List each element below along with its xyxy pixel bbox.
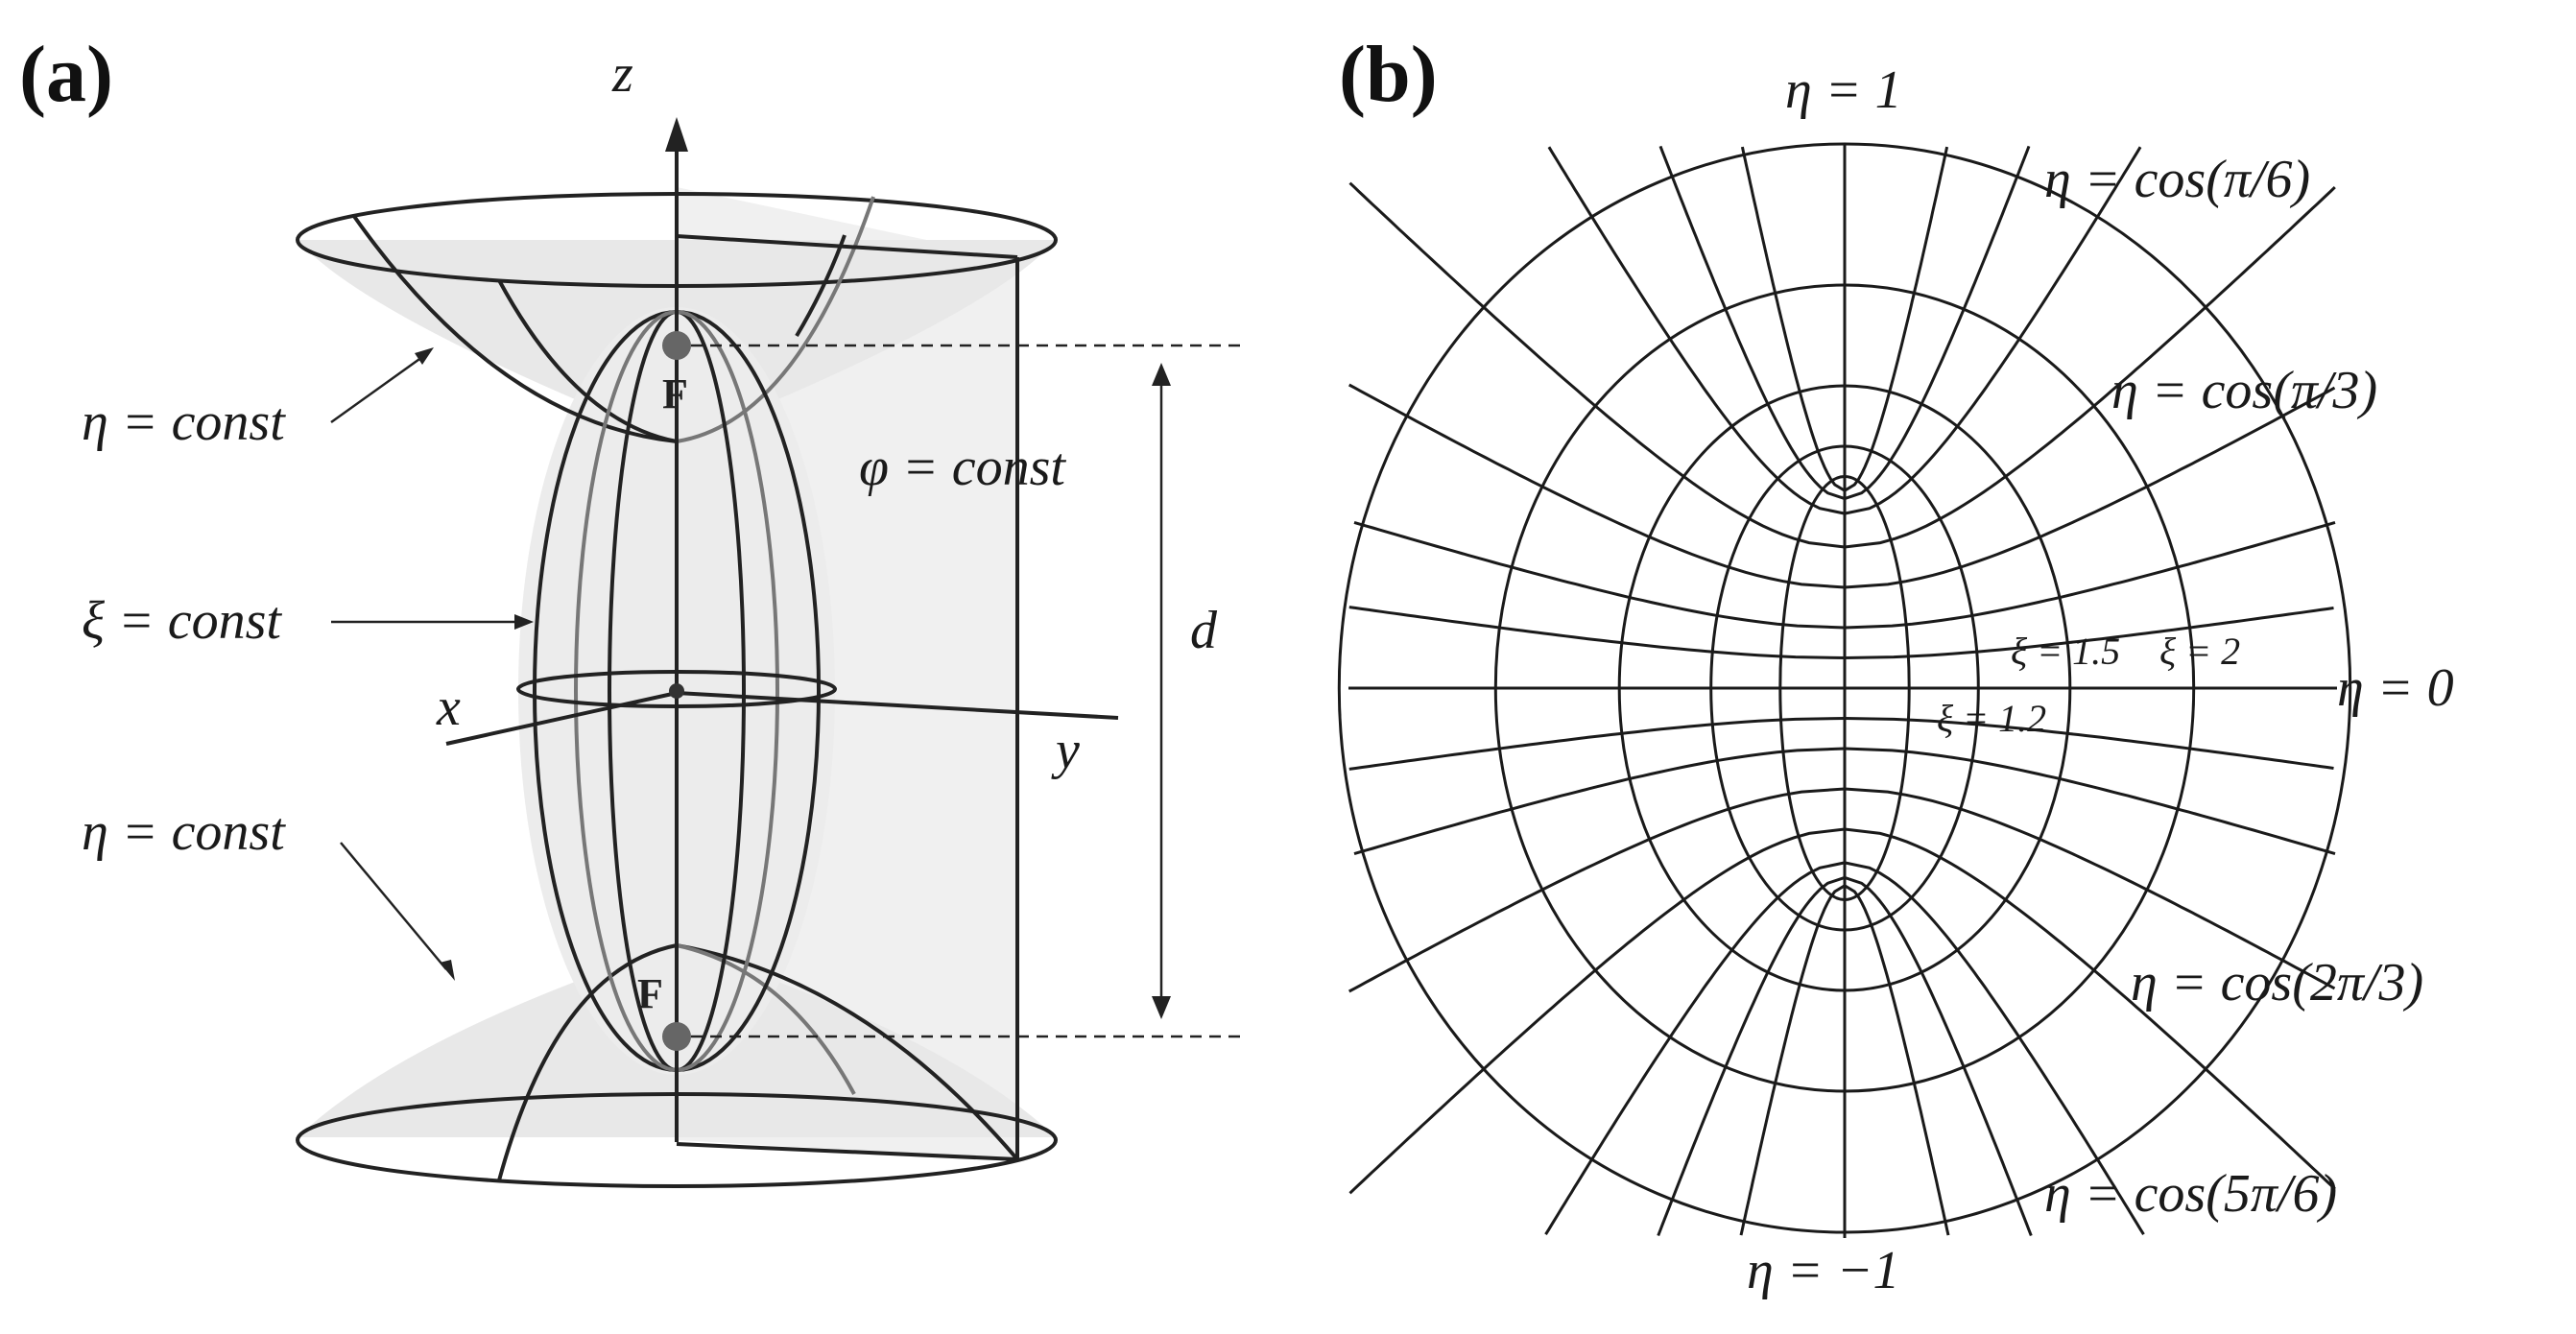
eta-hyperbolae [1348, 145, 2336, 1237]
eta-hyperbola-11-right [1844, 861, 2145, 1235]
distance-label: d [1190, 601, 1218, 660]
eta-hyperbola-13-left [1739, 884, 1846, 1236]
eta-hyperbola-11-left [1544, 861, 1846, 1235]
eta-hyperbola-7-right [1844, 717, 2334, 770]
xi-ellipse-1 [1709, 444, 1980, 932]
panel-b: (b) η = 1 η = cos(π/6) η = cos(π/3) η = … [1337, 30, 2454, 1300]
eta-hyperbola-9-right [1844, 787, 2336, 990]
focus-bottom-label: F [637, 970, 663, 1017]
eta-hyperbola-2-left [1547, 146, 1846, 515]
eta-hyperbola-3-left [1348, 181, 1846, 549]
lower-phi-edge [676, 1142, 1018, 1161]
xi-pointer-head [514, 614, 534, 630]
y-axis-label: y [1051, 721, 1080, 780]
xi-ellipse-0 [1778, 475, 1911, 901]
eta-hyperbola-13-right [1844, 884, 1950, 1236]
eta-cos-pi6-label: η = cos(π/6) [2044, 150, 2310, 209]
xi-ellipses [1337, 142, 2352, 1234]
xi-1-2-label: ξ = 1.2 [1937, 697, 2046, 740]
eta-cos-pi3-label: η = cos(π/3) [2111, 361, 2377, 420]
x-axis-label: x [436, 678, 461, 737]
focus-top-point [662, 331, 691, 360]
eta-hyperbola-8-right [1844, 747, 2336, 856]
eta-hyperbola-2-right [1844, 146, 2142, 515]
upper-hyperboloid-back [676, 196, 875, 443]
xi-ellipse-2 [1617, 384, 2072, 992]
lower-hyperboloid-front [497, 943, 678, 1181]
eta-hyperbola-10-left [1348, 827, 1846, 1195]
lower-hyperboloid-right [676, 943, 1019, 1161]
eta-hyperbola-1-left [1658, 145, 1846, 501]
panel-a-label: (a) [19, 30, 113, 119]
eta-cos-2pi3-label: η = cos(2π/3) [2131, 953, 2423, 1012]
eta-hyperbola-12-left [1657, 875, 1846, 1237]
eta-const-bottom-label: η = const [82, 802, 286, 862]
eta-hyperbola-9-left [1348, 787, 1846, 993]
eta-bottom-pointer [340, 842, 447, 970]
eta-hyperbola-8-left [1353, 747, 1846, 856]
z-axis-label: z [611, 44, 633, 104]
eta-hyperbola-5-left [1353, 520, 1846, 630]
eta-minus1-label: η = −1 [1747, 1241, 1899, 1300]
origin-point [669, 683, 684, 699]
focus-top-label: F [662, 370, 688, 417]
eta-hyperbola-1-right [1844, 145, 2031, 501]
eta-hyperbola-7-left [1348, 717, 1846, 771]
eta-hyperbola-0-left [1740, 146, 1846, 492]
eta-1-label: η = 1 [1785, 60, 1902, 120]
x-axis [445, 691, 678, 746]
eta-hyperbola-4-left [1348, 383, 1846, 589]
phi-const-label: φ = const [859, 438, 1066, 497]
eta-hyperbola-3-right [1844, 186, 2336, 549]
eta-const-top-label: η = const [82, 393, 286, 452]
eta-0-label: η = 0 [2337, 658, 2454, 718]
z-axis-arrowhead [665, 117, 688, 152]
eta-hyperbola-5-right [1844, 520, 2336, 630]
eta-hyperbola-6-right [1844, 607, 2334, 659]
xi-2-label: ξ = 2 [2159, 630, 2240, 673]
eta-hyperbola-0-right [1844, 146, 1949, 492]
upper-meridian-right [795, 234, 847, 338]
eta-hyperbola-6-left [1348, 606, 1846, 659]
eta-top-pointer [330, 355, 423, 424]
xi-ellipse-3 [1493, 283, 2196, 1093]
lower-hyperboloid-back [676, 943, 856, 1095]
eta-bottom-pointer-head [440, 960, 455, 981]
panel-a: (a) [19, 30, 1243, 1188]
xi-ellipse-outer [1337, 142, 2352, 1234]
distance-arrow-bottom [1152, 996, 1171, 1019]
distance-arrow-top [1152, 363, 1171, 386]
xi-1-5-label: ξ = 1.5 [2011, 630, 2120, 673]
y-axis [676, 691, 1119, 720]
eta-hyperbola-12-right [1844, 875, 2033, 1237]
eta-cos-5pi6-label: η = cos(5π/6) [2044, 1164, 2337, 1224]
eta-hyperbola-4-right [1844, 386, 2336, 589]
upper-hyperboloid-meridian [497, 279, 678, 443]
focus-bottom-point [662, 1022, 691, 1051]
panel-b-label: (b) [1339, 30, 1438, 119]
upper-phi-edge [676, 234, 1018, 259]
eta-top-pointer-head [415, 347, 434, 365]
xi-const-label: ξ = const [82, 591, 282, 651]
eta-hyperbola-10-right [1844, 827, 2336, 1190]
